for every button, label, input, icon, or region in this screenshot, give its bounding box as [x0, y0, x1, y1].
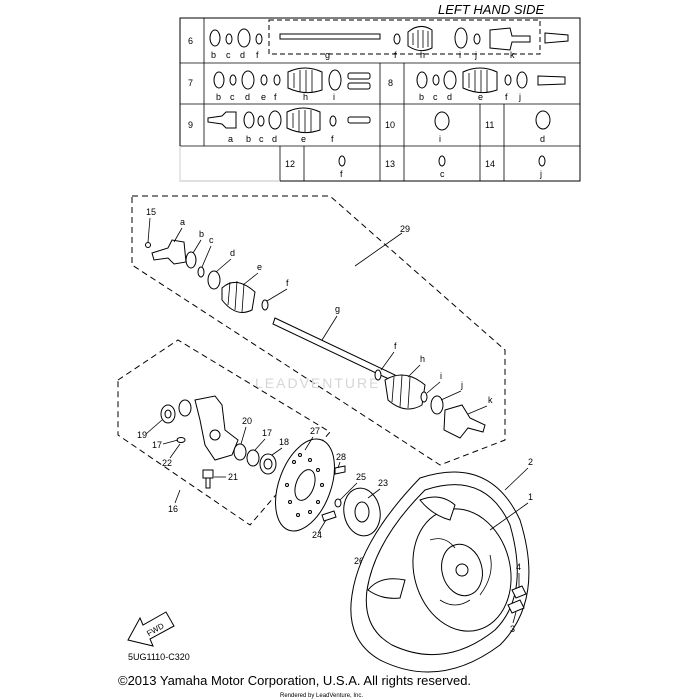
callout-3: 3	[510, 624, 515, 634]
row-no-9: 9	[188, 120, 193, 130]
wheel-tire	[350, 471, 530, 673]
r8-c: c	[433, 92, 438, 102]
wheel-callouts: 2 1 4 3	[489, 457, 533, 634]
r7-i: i	[333, 92, 335, 102]
r9-f: f	[331, 134, 334, 144]
fwd-arrow-icon: FWD	[127, 611, 175, 647]
callout-20: 20	[242, 416, 252, 426]
callout-25: 25	[356, 472, 366, 482]
driveshaft-parts	[145, 239, 486, 439]
callout-2: 2	[528, 457, 533, 467]
row-no-6: 6	[188, 36, 193, 46]
callout-18: 18	[279, 437, 289, 447]
callout-4: 4	[516, 562, 521, 572]
r8-j: j	[518, 92, 521, 102]
r9-a: a	[228, 134, 233, 144]
r7-c: c	[230, 92, 235, 102]
r11-d: d	[540, 134, 545, 144]
callout-21: 21	[228, 472, 238, 482]
r6-b: b	[211, 50, 216, 60]
r12-f: f	[340, 169, 343, 179]
callout-19: 19	[137, 430, 147, 440]
rendered-by: Rendered by LeadVenture, Inc.	[280, 693, 363, 699]
knuckle-callouts: 19 17 22 21 20 17 18	[137, 416, 289, 482]
row-no-11: 11	[485, 120, 494, 130]
row-9-parts: a b c d e f	[207, 107, 371, 144]
r6-k: k	[510, 50, 515, 60]
callout-1: 1	[528, 492, 533, 502]
row-no-10: 10	[385, 120, 395, 130]
r7-f: f	[274, 92, 277, 102]
row-no-7: 7	[188, 78, 193, 88]
r8-b: b	[419, 92, 424, 102]
shaft-assembly-boundary	[131, 195, 506, 466]
callout-24: 24	[312, 530, 322, 540]
callout-28: 28	[336, 452, 346, 462]
row-no-8: 8	[388, 78, 393, 88]
r13-c: c	[440, 169, 445, 179]
r6-f: f	[256, 50, 259, 60]
r6-h: h	[420, 50, 425, 60]
row-no-13: 13	[385, 159, 395, 169]
callout-23: 23	[378, 478, 388, 488]
r9-b: b	[246, 134, 251, 144]
r6-j: j	[474, 50, 477, 60]
callout-c: c	[209, 235, 214, 245]
row-7-parts: b c d e f h i	[213, 67, 371, 102]
r6-d: d	[240, 50, 245, 60]
callout-a: a	[180, 217, 185, 227]
row-8-parts: b c d e f j	[416, 67, 566, 102]
r7-e: e	[261, 92, 266, 102]
callout-g: g	[335, 304, 340, 314]
callout-f: f	[286, 278, 289, 288]
callout-k: k	[488, 395, 493, 405]
r7-d: d	[245, 92, 250, 102]
callout-f2: f	[394, 341, 397, 351]
row-no-12: 12	[285, 159, 295, 169]
callout-e: e	[257, 262, 262, 272]
callout-b: b	[199, 229, 204, 239]
kit-table: LEFT HAND SIDE 6 7 8 9 10 11 12 13 14	[179, 2, 581, 182]
r9-c: c	[259, 134, 264, 144]
row-no-14: 14	[485, 159, 495, 169]
table-title: LEFT HAND SIDE	[438, 2, 545, 17]
callout-j: j	[460, 380, 463, 390]
callout-22: 22	[162, 458, 172, 468]
r7-h: h	[303, 92, 308, 102]
r9-d: d	[272, 134, 277, 144]
callout-16: 16	[168, 504, 178, 514]
callout-i: i	[440, 371, 442, 381]
callout-26: 26	[354, 556, 364, 566]
r10-i: i	[439, 134, 441, 144]
callout-27: 27	[310, 426, 320, 436]
r8-f: f	[505, 92, 508, 102]
driveshaft-callouts: 15 a b c d e f g f h i j k	[146, 207, 493, 415]
callout-17b: 17	[262, 428, 272, 438]
r6-f2: f	[394, 50, 397, 60]
watermark: LEADVENTURE	[255, 375, 380, 391]
row-6-parts: b c d f g f h i j k	[209, 19, 569, 60]
diagram-code: 5UG1110-C320	[128, 652, 190, 662]
r8-d: d	[447, 92, 452, 102]
r6-i: i	[459, 50, 461, 60]
r6-g: g	[325, 50, 330, 60]
callout-17: 17	[152, 440, 162, 450]
r7-b: b	[216, 92, 221, 102]
r8-e: e	[478, 92, 483, 102]
copyright: ©2013 Yamaha Motor Corporation, U.S.A. A…	[118, 673, 471, 688]
r9-e: e	[301, 134, 306, 144]
callout-15: 15	[146, 207, 156, 217]
knuckle-parts	[160, 395, 277, 489]
r14-j: j	[539, 169, 542, 179]
callout-29: 29	[400, 224, 410, 234]
callout-h: h	[420, 354, 425, 364]
callout-d: d	[230, 248, 235, 258]
r6-c: c	[226, 50, 231, 60]
